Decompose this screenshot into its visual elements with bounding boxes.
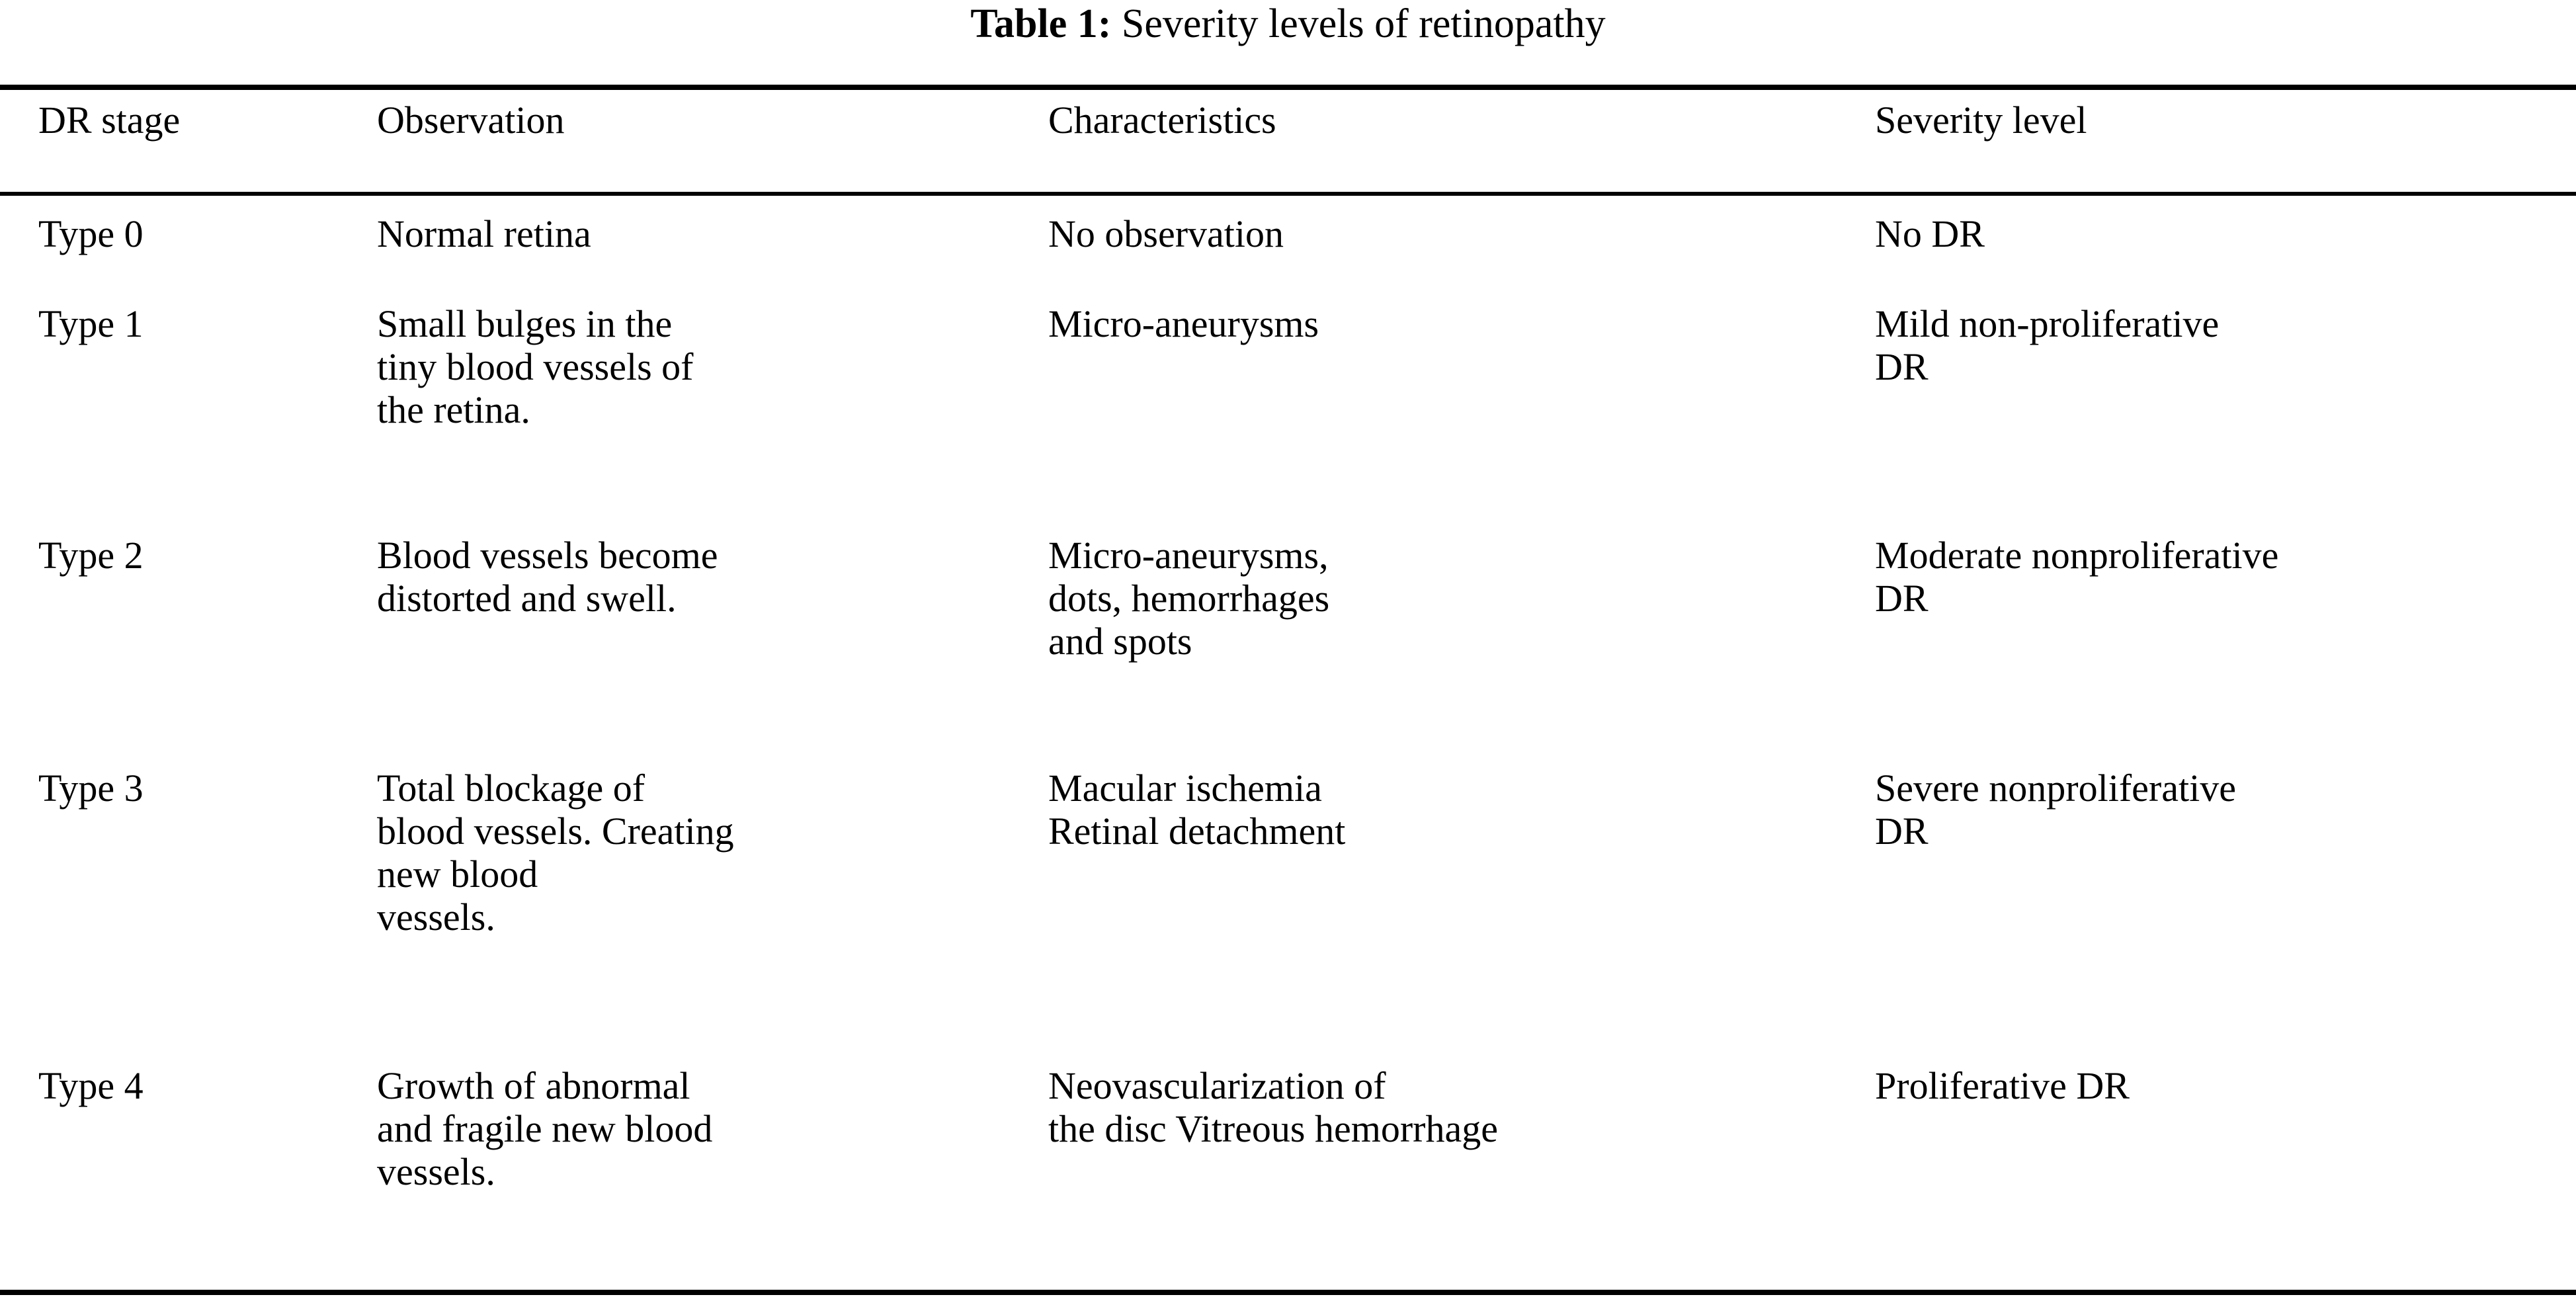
column-header-observation: Observation [377,99,1038,142]
column-header-text: Observation [377,99,565,142]
cell-severity: Proliferative DR [1875,1064,2569,1108]
cell-line: Type 2 [38,534,144,577]
cell-line: and fragile new blood [377,1107,713,1150]
table-bottom-rule [0,1290,2576,1295]
cell-line: Type 3 [38,767,144,810]
cell-line: Severe nonproliferative [1875,767,2236,810]
cell-dr-stage: Type 3 [38,767,369,810]
table-caption-text: Severity levels of retinopathy [1121,1,1606,46]
cell-line: Retinal detachment [1048,809,1346,853]
cell-line: DR [1875,809,1929,853]
cell-line: blood vessels. Creating [377,809,734,853]
table-header-rule [0,192,2576,196]
cell-line: and spots [1048,619,1192,663]
cell-line: distorted and swell. [377,576,677,620]
cell-dr-stage: Type 4 [38,1064,369,1108]
cell-line: Micro-aneurysms [1048,302,1319,345]
cell-line: Growth of abnormal [377,1064,690,1107]
column-header-text: DR stage [38,99,181,142]
table-top-rule [0,85,2576,90]
table-caption-label: Table 1: [970,1,1112,46]
cell-line: Type 4 [38,1064,144,1107]
cell-line: Mild non-proliferative [1875,302,2220,345]
cell-line: the retina. [377,388,530,431]
cell-line: tiny blood vessels of [377,345,694,388]
column-header-dr-stage: DR stage [38,99,369,142]
cell-line: Blood vessels become [377,534,718,577]
cell-line: Micro-aneurysms, [1048,534,1329,577]
cell-line: vessels. [377,1150,495,1193]
cell-observation: Normal retina [377,212,1038,256]
cell-line: Moderate nonproliferative [1875,534,2279,577]
column-header-text: Characteristics [1048,99,1276,142]
cell-line: Proliferative DR [1875,1064,2130,1107]
cell-line: vessels. [377,895,495,939]
column-header-text: Severity level [1875,99,2087,142]
cell-dr-stage: Type 2 [38,534,369,577]
cell-line: Macular ischemia [1048,767,1322,810]
table-caption: Table 1: Severity levels of retinopathy [0,1,2576,46]
cell-line: the disc Vitreous hemorrhage [1048,1107,1498,1150]
cell-line: No DR [1875,212,1985,255]
cell-line: Small bulges in the [377,302,673,345]
cell-characteristics: Micro-aneurysms [1048,302,1862,346]
cell-line: new blood [377,852,538,896]
cell-line: Type 0 [38,212,144,255]
cell-line: Type 1 [38,302,144,345]
cell-line: Total blockage of [377,767,645,810]
cell-line: Normal retina [377,212,591,255]
cell-line: Neovascularization of [1048,1064,1386,1107]
cell-severity: No DR [1875,212,2569,256]
column-header-severity-level: Severity level [1875,99,2569,142]
cell-dr-stage: Type 0 [38,212,369,256]
column-header-characteristics: Characteristics [1048,99,1862,142]
cell-characteristics: No observation [1048,212,1862,256]
cell-line: DR [1875,345,1929,388]
cell-line: No observation [1048,212,1284,255]
cell-line: dots, hemorrhages [1048,576,1330,620]
cell-dr-stage: Type 1 [38,302,369,346]
cell-line: DR [1875,576,1929,620]
